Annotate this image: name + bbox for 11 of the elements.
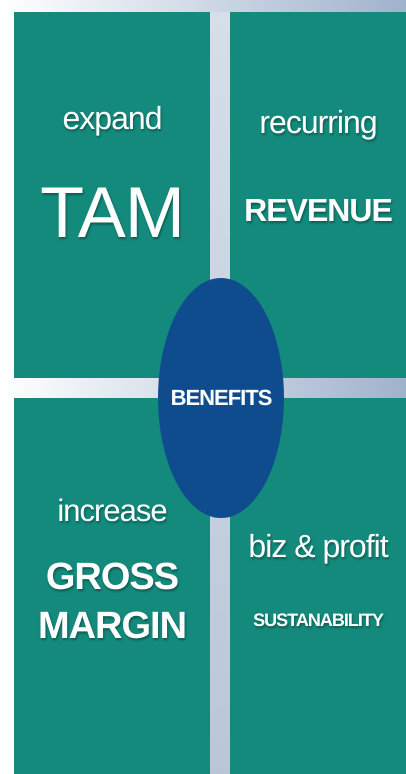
panel-subtitle: recurring — [259, 104, 377, 141]
benefit-panel — [230, 12, 406, 378]
panel-heading: REVENUE — [244, 192, 392, 229]
panel-heading: TAM — [40, 172, 184, 255]
panel-subtitle: expand — [62, 100, 162, 137]
panel-subtitle: biz & profit — [248, 528, 388, 565]
center-label: BENEFITS — [170, 385, 272, 411]
panel-subtitle: increase — [57, 493, 167, 529]
panel-heading: GROSS MARGIN — [36, 555, 188, 650]
benefit-panel — [14, 12, 210, 378]
panel-heading: SUSTANABILITY — [253, 610, 383, 631]
